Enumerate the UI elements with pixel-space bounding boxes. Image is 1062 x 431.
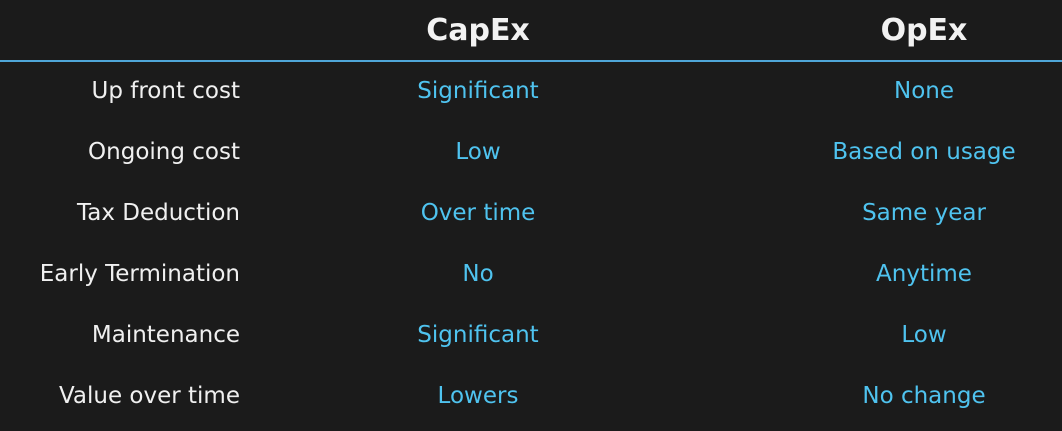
capex-value: Low — [455, 139, 501, 165]
opex-value: Based on usage — [832, 139, 1016, 165]
opex-value: None — [893, 78, 954, 104]
capex-value: Significant — [417, 78, 539, 104]
capex-value: No — [462, 261, 494, 287]
row-label: Ongoing cost — [88, 139, 240, 165]
capex-value: Lowers — [437, 383, 519, 409]
comparison-table: Up front cost Significant None Ongoing c… — [0, 61, 1062, 427]
opex-value: Same year — [862, 200, 986, 226]
opex-value: Low — [901, 322, 947, 348]
table-row: Value over time Lowers No change — [0, 366, 1062, 427]
opex-column-header: OpEx — [880, 13, 968, 48]
table-row: Early Termination No Anytime — [0, 244, 1062, 305]
capex-column-header: CapEx — [426, 13, 530, 48]
capex-value: Significant — [417, 322, 539, 348]
capex-value: Over time — [420, 200, 536, 226]
header-divider — [0, 60, 1062, 62]
opex-value: Anytime — [876, 261, 972, 287]
row-label: Maintenance — [91, 322, 240, 348]
table-row: Maintenance Significant Low — [0, 305, 1062, 366]
opex-value: No change — [862, 383, 986, 409]
table-row: Tax Deduction Over time Same year — [0, 183, 1062, 244]
table-row: Ongoing cost Low Based on usage — [0, 122, 1062, 183]
row-label: Up front cost — [91, 78, 241, 104]
row-label: Tax Deduction — [77, 200, 240, 226]
row-label: Value over time — [58, 383, 240, 409]
row-label: Early Termination — [39, 261, 240, 287]
table-row: Up front cost Significant None — [0, 61, 1062, 122]
